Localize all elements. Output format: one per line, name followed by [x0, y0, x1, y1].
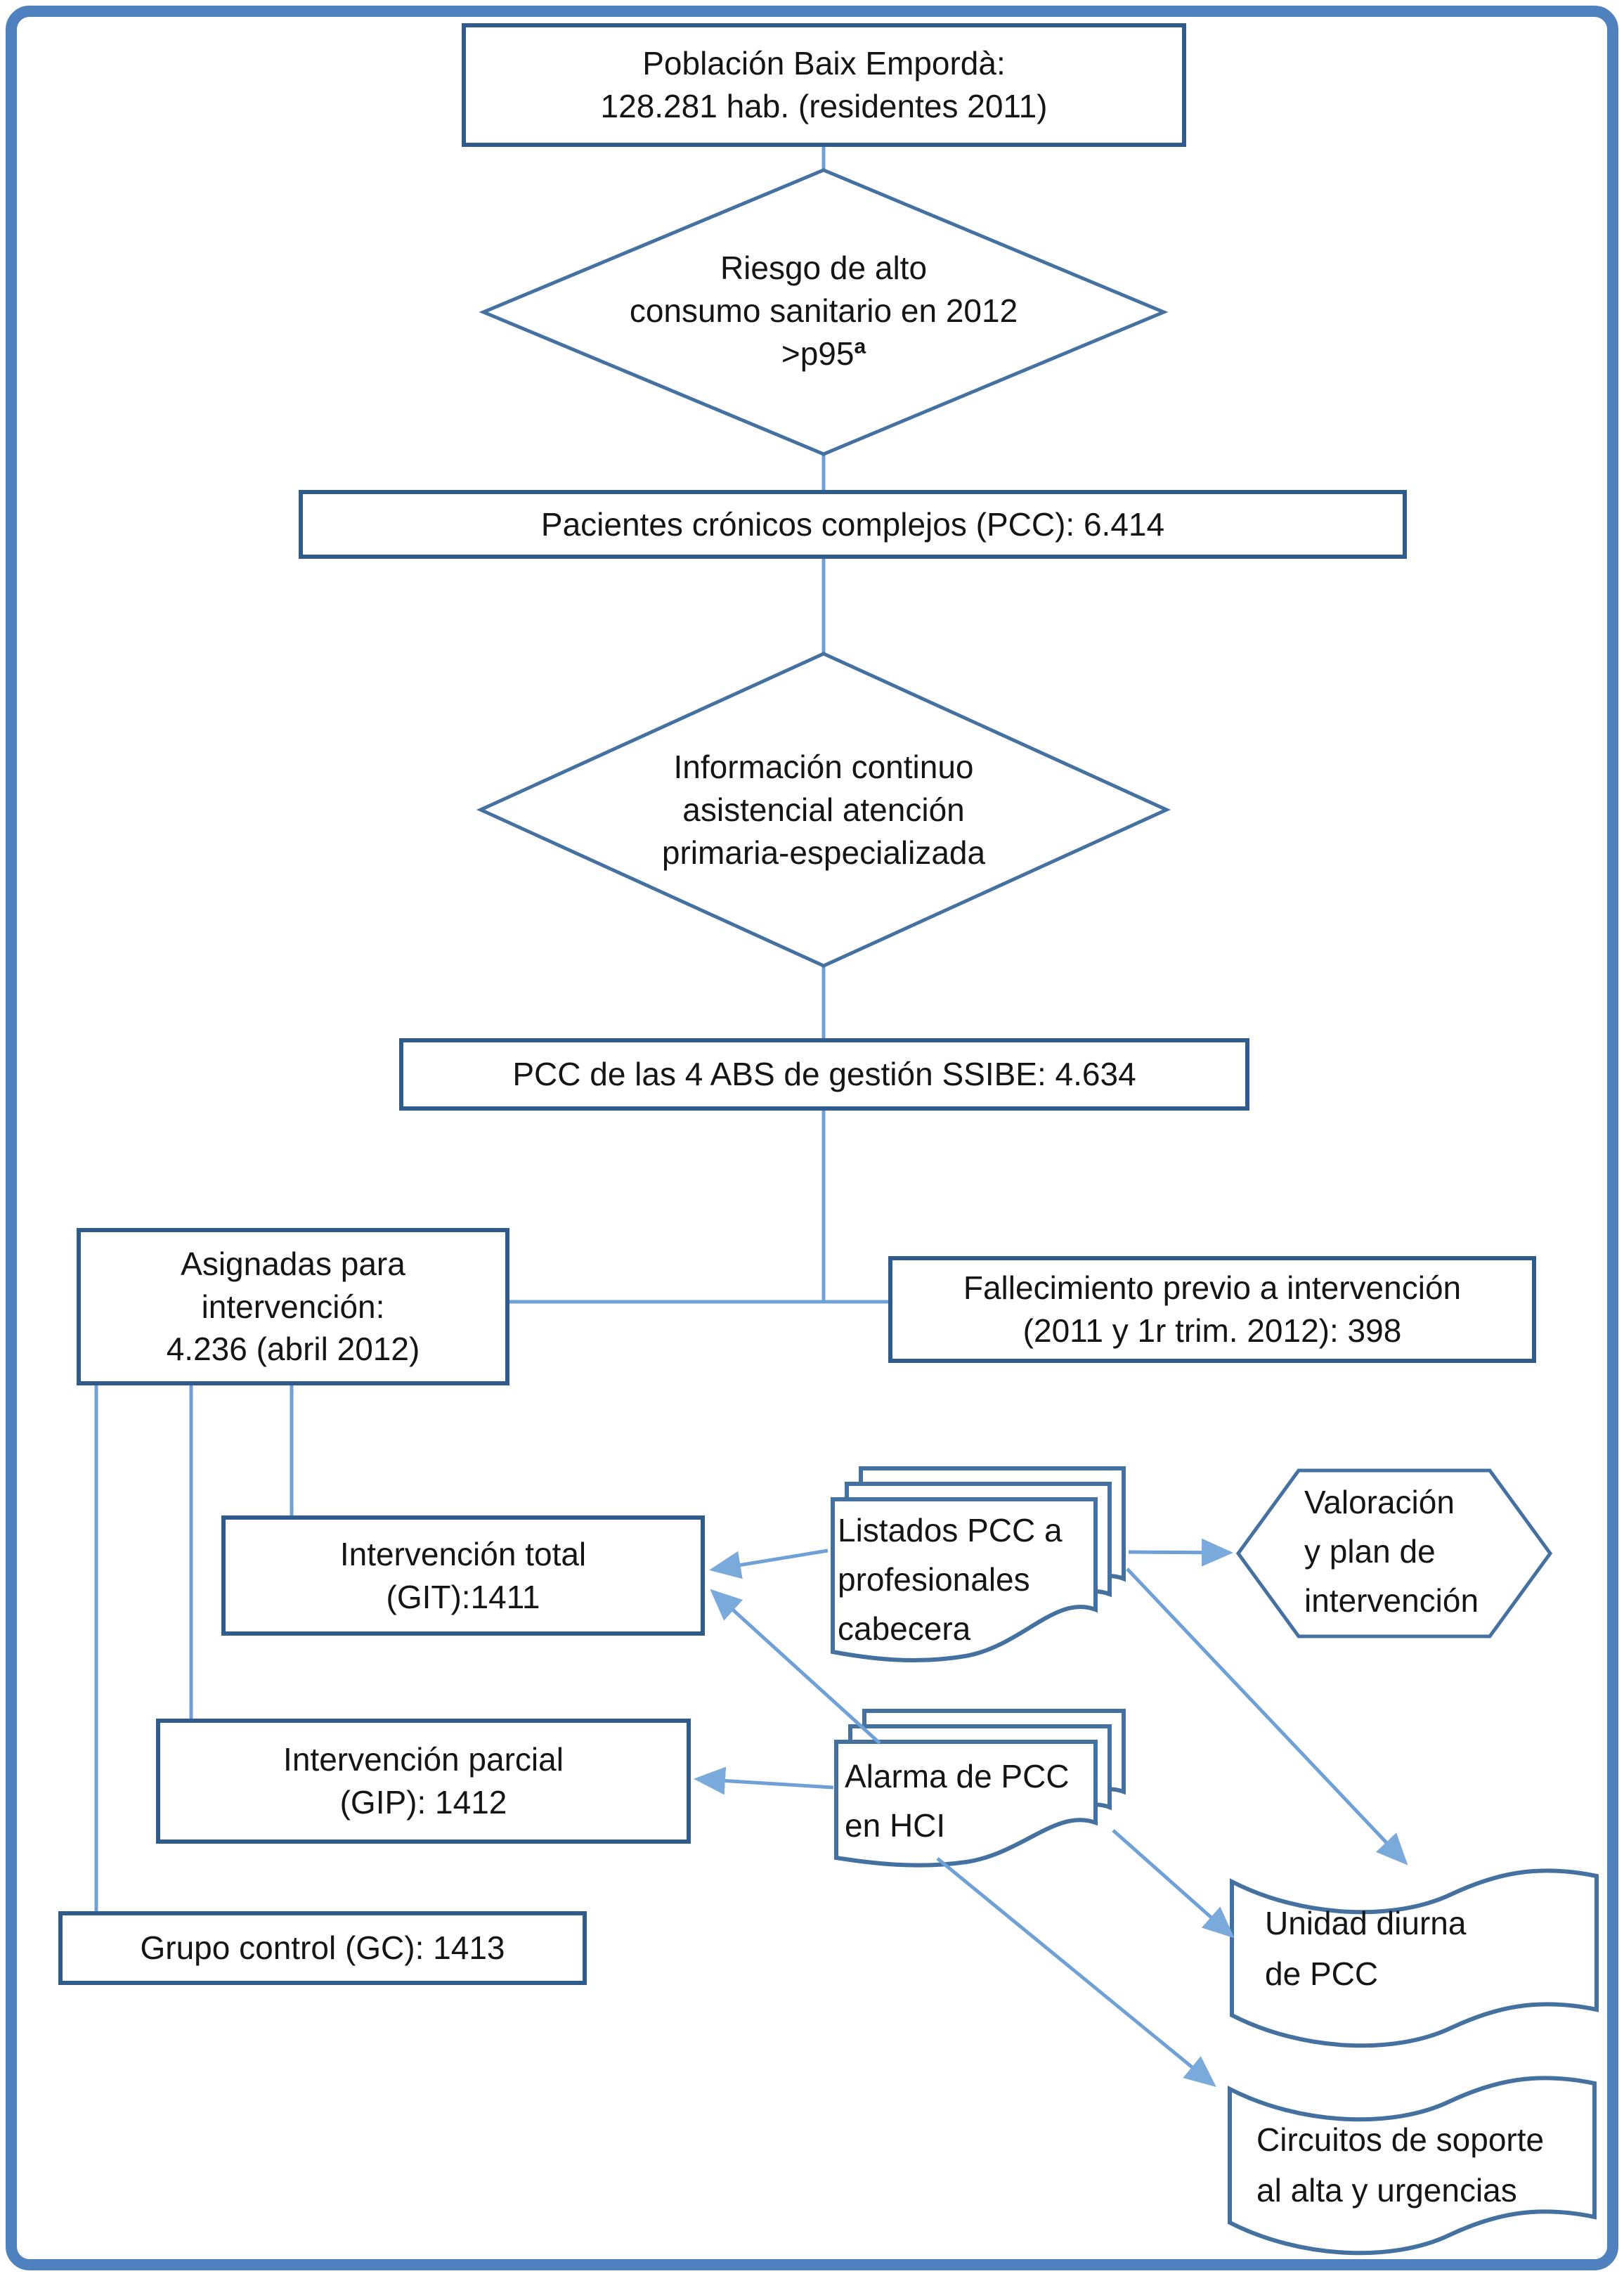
pcc-abs-box-shape — [399, 1038, 1249, 1111]
rect-nodes — [58, 23, 1536, 1985]
arrow-listados-to-valoracion — [1128, 1538, 1233, 1567]
valoracion-line2: y plan de — [1304, 1533, 1436, 1570]
pcc-label: Pacientes crónicos complejos (PCC): 6.41… — [301, 492, 1405, 557]
arrow-listados-to-git — [709, 1548, 829, 1579]
poblacion-label: Población Baix Empordà: 128.281 hab. (re… — [464, 25, 1184, 145]
gip-label: Intervención parcial (GIP): 1412 — [158, 1721, 689, 1842]
pcc-box-shape — [299, 490, 1407, 559]
poblacion-box-shape — [462, 23, 1186, 147]
gip-box-shape — [156, 1719, 691, 1844]
git-label: Intervención total (GIT):1411 — [223, 1518, 703, 1634]
listados-doc-front — [831, 1497, 1098, 1663]
arrow-alarma-to-unidad — [1112, 1829, 1235, 1939]
listados-line3: cabecera — [838, 1610, 971, 1647]
riesgo-line2: consumo sanitario en 2012 — [629, 292, 1018, 330]
gc-box-shape — [58, 1911, 587, 1985]
asignadas-line2: intervención: — [201, 1288, 385, 1325]
alarma-doc-stack — [834, 1709, 1126, 1868]
circuitos-line1: Circuitos de soporte — [1256, 2121, 1545, 2158]
unidad-flag-shape — [1230, 1868, 1599, 2048]
riesgo-line3: >p95a — [781, 335, 866, 372]
unidad-label: Unidad diurna de PCC — [1265, 1898, 1588, 1999]
circuitos-label: Circuitos de soporte al alta y urgencias — [1256, 2114, 1594, 2216]
riesgo-label: Riesgo de alto consumo sanitario en 2012… — [543, 235, 1105, 387]
gc-text: Grupo control (GC): 1413 — [140, 1929, 505, 1967]
alarma-doc-front — [834, 1740, 1098, 1868]
alarma-line2: en HCI — [845, 1807, 946, 1844]
gc-label: Grupo control (GC): 1413 — [60, 1913, 585, 1983]
pcc-text: Pacientes crónicos complejos (PCC): 6.41… — [540, 505, 1165, 543]
outer-frame — [6, 6, 1618, 2270]
git-line1: Intervención total — [339, 1535, 587, 1572]
informacion-label: Información continuo asistencial atenció… — [543, 735, 1105, 886]
informacion-diamond-shape — [476, 652, 1171, 968]
fallecimiento-box-shape — [888, 1256, 1536, 1363]
git-box-shape — [221, 1515, 705, 1636]
fallecimiento-label: Fallecimiento previo a intervención (201… — [890, 1258, 1534, 1361]
diamond-nodes — [476, 168, 1171, 968]
circuitos-line2: al alta y urgencias — [1256, 2172, 1517, 2209]
pcc-abs-text: PCC de las 4 ABS de gestión SSIBE: 4.634 — [512, 1056, 1136, 1093]
listados-line2: profesionales — [838, 1561, 1030, 1598]
gip-line1: Intervención parcial — [283, 1741, 564, 1778]
arrow-alarma-to-circuitos — [936, 1857, 1216, 2088]
asignadas-box-shape — [77, 1228, 509, 1385]
riesgo-diamond-shape — [479, 168, 1169, 456]
poblacion-line2: 128.281 hab. (residentes 2011) — [600, 88, 1048, 124]
arrow-alarma-to-git — [710, 1589, 881, 1745]
valoracion-line3: intervención — [1304, 1582, 1479, 1619]
circuitos-flag-shape — [1228, 2076, 1597, 2256]
asignadas-line1: Asignadas para — [181, 1245, 405, 1282]
gip-line2: (GIP): 1412 — [339, 1784, 507, 1821]
valoracion-label: Valoración y plan de intervención — [1304, 1478, 1536, 1625]
listados-doc-stack — [831, 1466, 1126, 1663]
unidad-line2: de PCC — [1265, 1955, 1379, 1992]
listados-line1: Listados PCC a — [838, 1512, 1063, 1548]
poblacion-line1: Población Baix Empordà: — [642, 45, 1006, 82]
git-line2: (GIT):1411 — [386, 1578, 540, 1615]
fallecimiento-line1: Fallecimiento previo a intervención — [963, 1269, 1462, 1307]
informacion-line2: asistencial atención — [682, 791, 965, 829]
asignadas-label: Asignadas para intervención: 4.236 (abri… — [79, 1230, 507, 1383]
valoracion-line1: Valoración — [1304, 1484, 1455, 1520]
arrow-alarma-to-gip — [694, 1766, 834, 1795]
alarma-label: Alarma de PCC en HCI — [845, 1752, 1112, 1850]
informacion-line1: Información continuo — [673, 749, 974, 786]
connectors — [94, 144, 890, 1913]
arrows — [694, 1538, 1408, 2088]
riesgo-line1: Riesgo de alto — [720, 250, 928, 287]
unidad-line1: Unidad diurna — [1265, 1905, 1467, 1941]
alarma-line1: Alarma de PCC — [845, 1758, 1070, 1795]
fallecimiento-line2: (2011 y 1r trim. 2012): 398 — [1022, 1312, 1402, 1349]
pcc-abs-label: PCC de las 4 ABS de gestión SSIBE: 4.634 — [401, 1040, 1247, 1108]
listados-label: Listados PCC a profesionales cabecera — [838, 1506, 1140, 1653]
asignadas-line3: 4.236 (abril 2012) — [166, 1331, 420, 1368]
arrow-listados-to-unidad — [1126, 1567, 1408, 1866]
valoracion-hexagon-shape — [1235, 1468, 1553, 1638]
riesgo-superscript: a — [854, 335, 866, 358]
informacion-line3: primaria-especializada — [661, 834, 986, 871]
